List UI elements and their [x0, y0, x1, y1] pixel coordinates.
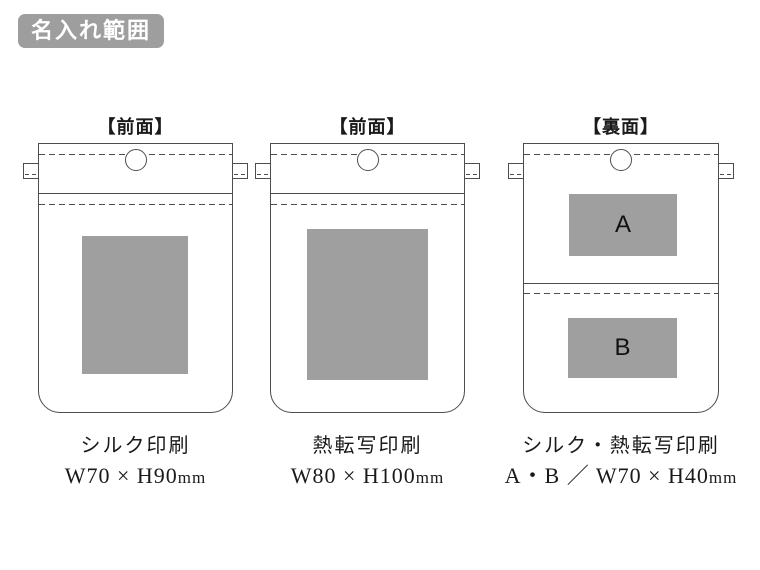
panel-seam-line [524, 283, 718, 284]
bag-outline [23, 143, 248, 413]
side-loop-right [718, 163, 734, 179]
loop-stitch-dash [25, 174, 37, 175]
unit-label: mm [177, 468, 207, 487]
print-size-label: W70 × H90mm [64, 463, 207, 488]
print-method-label: シルク印刷 [80, 435, 191, 457]
view-label-front: 【前面】 [97, 117, 174, 137]
loop-stitch-dash [510, 174, 522, 175]
loop-stitch-dash [234, 174, 246, 175]
channel-stitch-dash [39, 204, 232, 205]
print-size-label: A・B ／ W70 × H40mm [504, 463, 738, 488]
loop-stitch-dash [720, 174, 732, 175]
side-loop-left [508, 163, 524, 179]
side-loop-left [255, 163, 271, 179]
view-label-back: 【裏面】 [583, 117, 659, 137]
unit-label: mm [415, 468, 445, 487]
print-area-heat-transfer [307, 229, 428, 380]
imprint-area-badge: 名入れ範囲 [18, 14, 165, 48]
print-area-a: A [569, 194, 677, 256]
bag-outline [255, 143, 480, 413]
channel-seam-line [271, 193, 464, 194]
loop-stitch-dash [257, 174, 269, 175]
area-b-label: B [614, 334, 631, 361]
unit-label: mm [708, 468, 738, 487]
drawstring-hole-icon [610, 149, 632, 171]
channel-stitch-dash [271, 204, 464, 205]
print-area-silk [82, 236, 188, 374]
print-method-label: シルク・熱転写印刷 [522, 435, 720, 457]
channel-seam-line [39, 193, 232, 194]
loop-stitch-dash [466, 174, 478, 175]
panel-stitch-dash [524, 293, 718, 294]
print-size-label: W80 × H100mm [290, 463, 445, 488]
side-loop-left [23, 163, 39, 179]
area-a-label: A [614, 211, 631, 238]
side-loop-right [232, 163, 248, 179]
diagram-back: 【裏面】 A B シルク・熱転写印刷 A・B ／ W70 × H40mm [505, 0, 737, 570]
view-label-front: 【前面】 [329, 117, 406, 137]
print-method-label: 熱転写印刷 [312, 435, 423, 457]
drawstring-hole-icon [124, 149, 147, 171]
caption-heat-transfer: 熱転写印刷 W80 × H100mm [291, 432, 445, 493]
diagram-front-silk: 【前面】 シルク印刷 W70 × H90mm [23, 0, 248, 570]
print-area-b: B [568, 318, 677, 378]
drawstring-hole-icon [356, 149, 379, 171]
diagram-front-heat-transfer: 【前面】 熱転写印刷 W80 × H100mm [255, 0, 480, 570]
side-loop-right [464, 163, 480, 179]
bag-outline: A B [508, 143, 734, 413]
caption-silk: シルク印刷 W70 × H90mm [65, 432, 207, 493]
caption-back: シルク・熱転写印刷 A・B ／ W70 × H40mm [505, 432, 738, 493]
